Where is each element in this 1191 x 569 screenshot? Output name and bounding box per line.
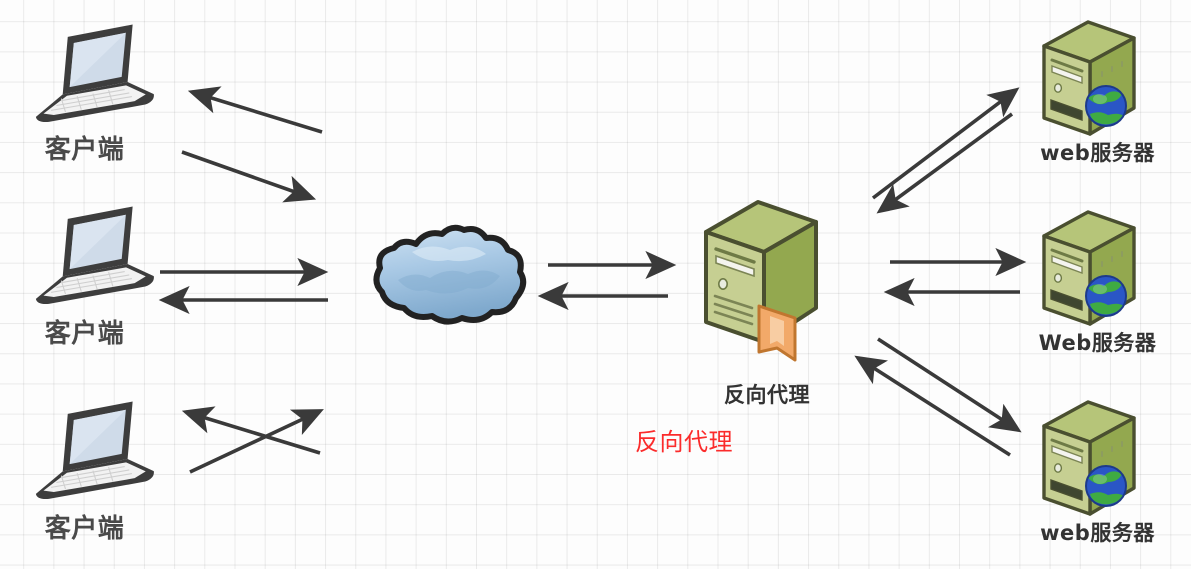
edge-client2-cloud [158,257,329,315]
edge-client1-cloud [181,86,323,203]
label-web-server-1: web服务器 [1040,141,1155,165]
node-web-server-2[interactable] [1030,206,1150,332]
node-reverse-proxy[interactable] [692,196,842,366]
laptop-icon [35,206,154,304]
label-web-server-3: web服务器 [1040,521,1155,545]
label-client-3: 客户端 [44,514,125,544]
edge-cloud-proxy [537,250,677,311]
label-client-1: 客户端 [44,135,125,165]
laptop-icon [35,401,154,499]
label-reverse-proxy: 反向代理 [724,383,810,407]
node-web-server-1[interactable] [1030,16,1150,142]
cloud-icon [373,224,527,325]
globe-icon [1085,85,1127,127]
server-globe-icon [1042,210,1136,326]
node-client-3[interactable] [22,395,157,510]
node-client-2[interactable] [22,200,157,315]
globe-icon [1085,275,1127,317]
server-icon [704,200,818,362]
laptop-icon [35,24,154,122]
node-web-server-3[interactable] [1030,396,1150,522]
label-client-2: 客户端 [44,319,125,349]
edge-client3-cloud [181,406,324,474]
node-internet-cloud[interactable] [368,222,534,334]
globe-icon [1085,465,1127,507]
edge-proxy-web2 [883,247,1027,307]
edge-proxy-web1 [871,87,1020,214]
node-client-1[interactable] [22,18,157,133]
label-web-server-2: Web服务器 [1038,331,1157,355]
server-globe-icon [1042,400,1136,516]
server-globe-icon [1042,20,1136,136]
annotation-reverse-proxy: 反向代理 [635,428,733,456]
edge-proxy-web3 [854,337,1022,457]
